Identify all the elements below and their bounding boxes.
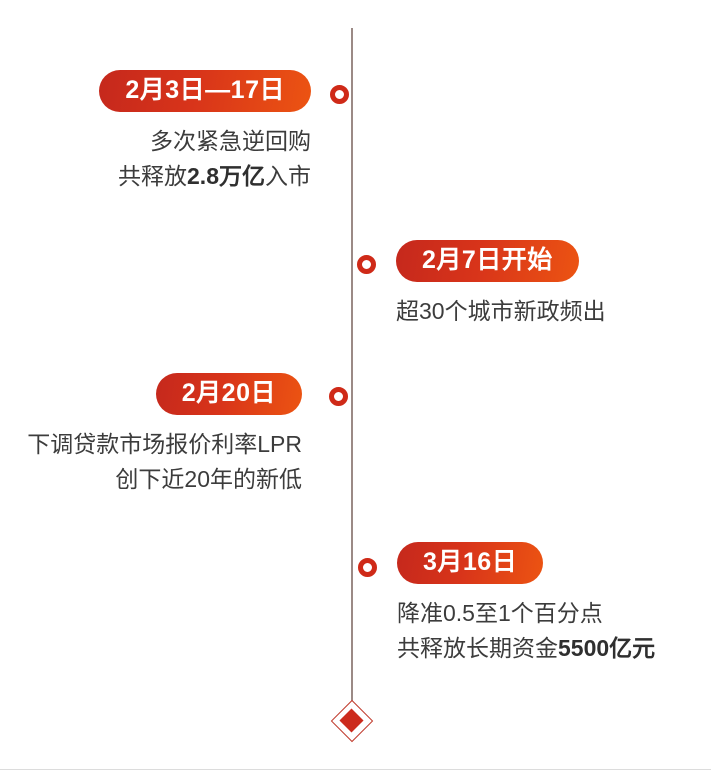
- timeline-event-4: 3月16日 降准0.5至1个百分点 共释放长期资金5500亿元: [397, 542, 711, 666]
- timeline-event-3: 2月20日 下调贷款市场报价利率LPR 创下近20年的新低: [0, 373, 302, 497]
- timeline-axis-line: [351, 28, 353, 720]
- event-4-date-pill: 3月16日: [397, 542, 544, 585]
- event-4-line-2-strong: 5500亿元: [558, 635, 656, 662]
- bottom-divider: [0, 769, 711, 770]
- event-3-description: 下调贷款市场报价利率LPR 创下近20年的新低: [0, 427, 302, 497]
- event-3-date-pill: 2月20日: [155, 373, 302, 416]
- timeline-event-2: 2月7日开始 超30个城市新政频出: [396, 240, 711, 329]
- event-1-line-2-prefix: 共释放: [118, 163, 188, 190]
- event-2-line-1: 超30个城市新政频出: [396, 298, 606, 325]
- event-1-line-2: 共释放2.8万亿入市: [0, 159, 311, 194]
- event-2-date-pill: 2月7日开始: [396, 240, 579, 283]
- event-4-line-2: 共释放长期资金5500亿元: [397, 631, 711, 666]
- timeline-marker-4: [358, 558, 377, 577]
- event-1-date-pill: 2月3日—17日: [99, 70, 311, 113]
- event-1-line-2-strong: 2.8万亿: [187, 163, 265, 190]
- event-4-line-1: 降准0.5至1个百分点: [397, 600, 603, 627]
- event-1-description: 多次紧急逆回购 共释放2.8万亿入市: [0, 124, 311, 194]
- timeline-marker-1: [330, 85, 349, 104]
- timeline-marker-2: [357, 255, 376, 274]
- timeline-marker-3: [329, 387, 348, 406]
- event-4-description: 降准0.5至1个百分点 共释放长期资金5500亿元: [397, 596, 711, 666]
- event-1-line-2-suffix: 入市: [265, 163, 311, 190]
- diamond-endpoint-icon: [330, 699, 374, 743]
- timeline-event-1: 2月3日—17日 多次紧急逆回购 共释放2.8万亿入市: [0, 70, 311, 194]
- event-3-line-2: 创下近20年的新低: [115, 466, 302, 493]
- event-4-line-2-prefix: 共释放长期资金: [397, 635, 558, 662]
- event-3-line-1: 下调贷款市场报价利率LPR: [27, 431, 302, 458]
- event-1-line-1: 多次紧急逆回购: [150, 128, 311, 155]
- event-2-description: 超30个城市新政频出: [396, 294, 711, 329]
